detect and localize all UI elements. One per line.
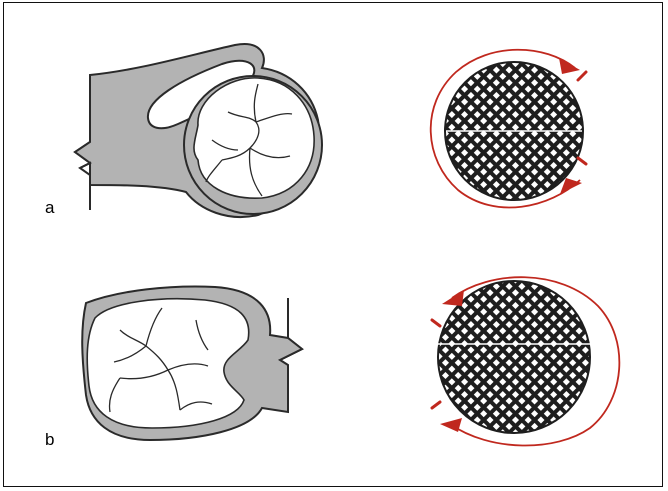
mesh-disc-a [445, 62, 583, 200]
occlusal-surface-b [87, 299, 249, 428]
tooth-a-illustration [75, 44, 322, 217]
tooth-b-illustration [82, 287, 302, 440]
